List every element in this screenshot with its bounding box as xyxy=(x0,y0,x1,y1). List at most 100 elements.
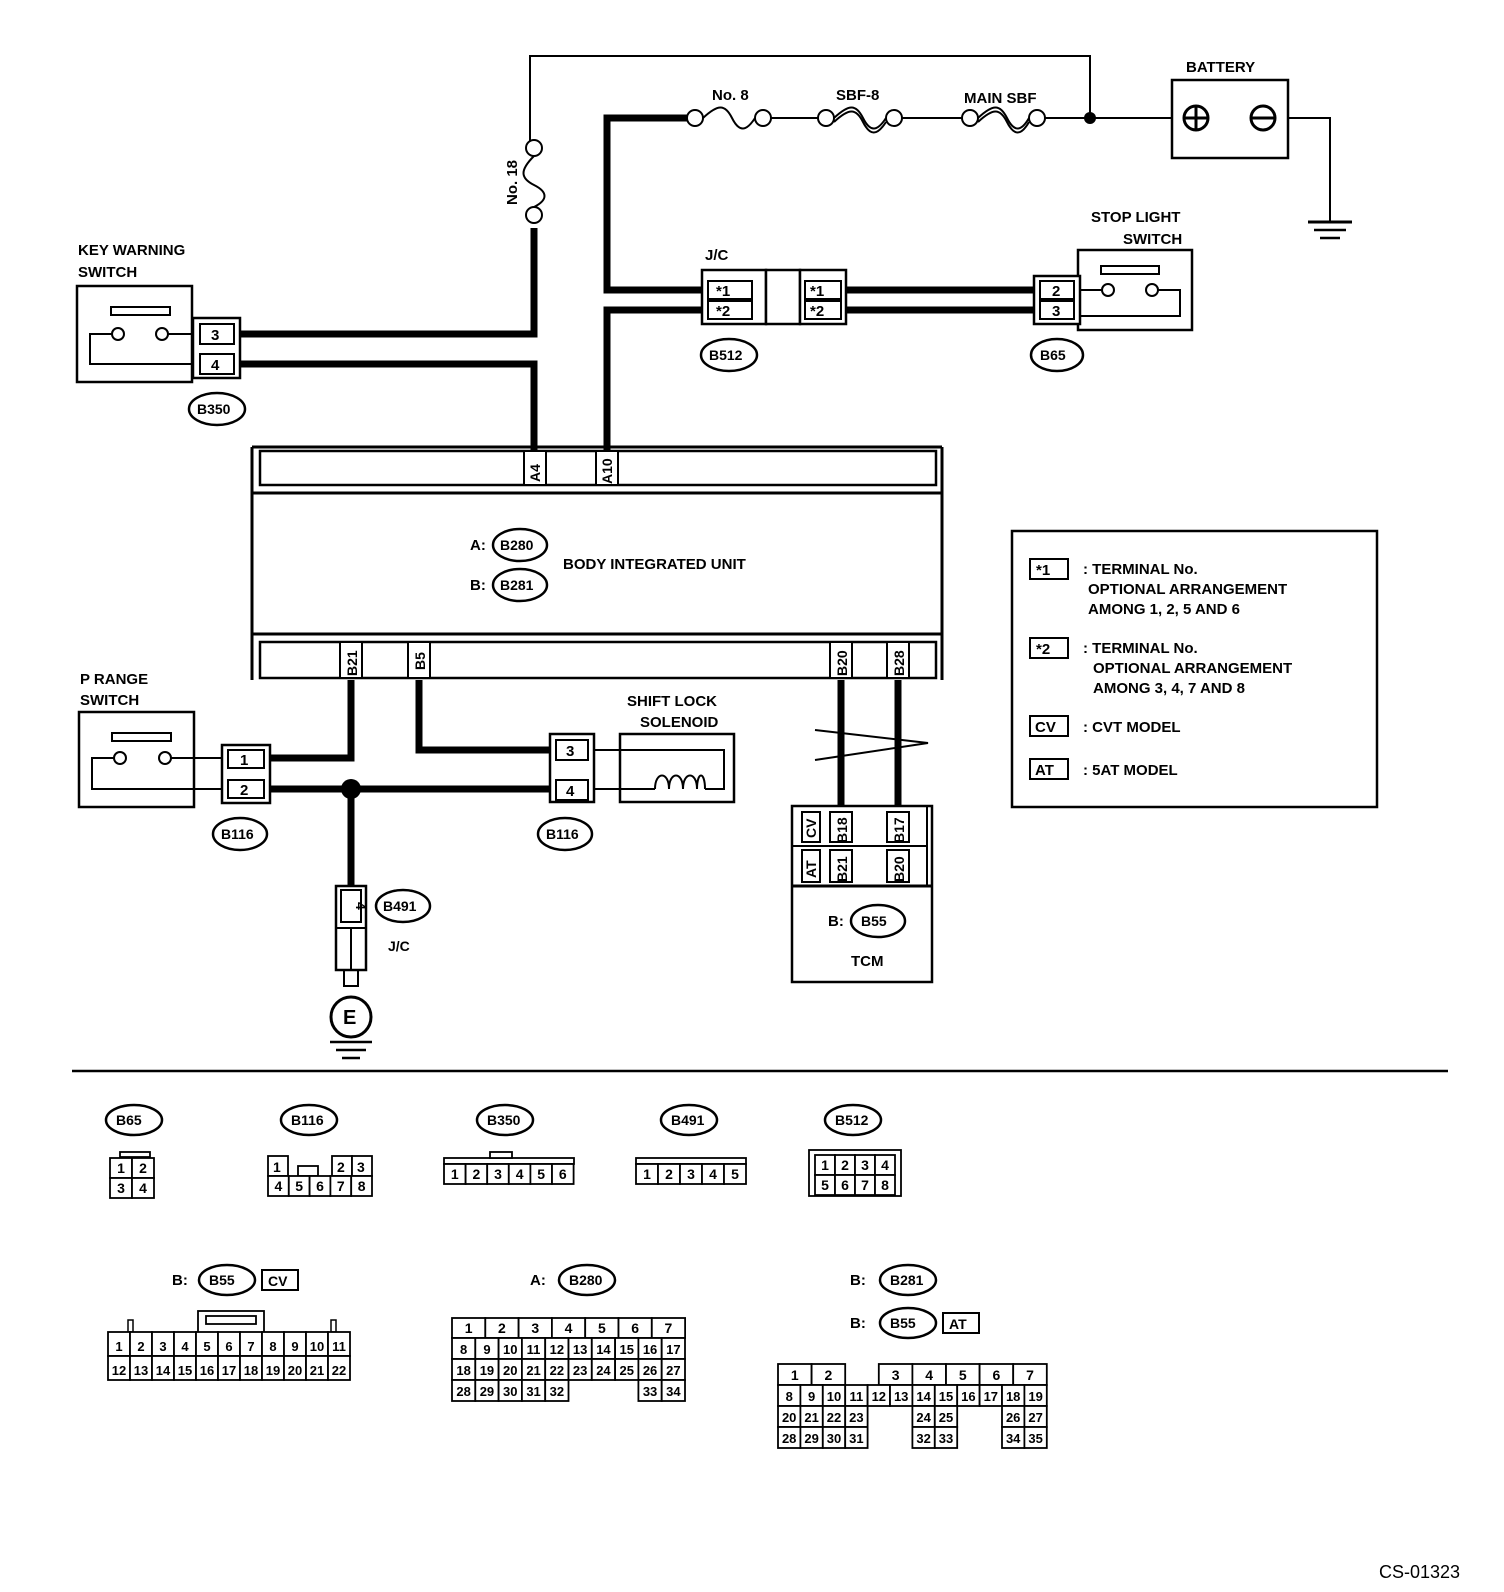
p-range-internal-1 xyxy=(91,757,222,790)
tcm-cell-b21 xyxy=(829,849,853,883)
pin-number: 3 xyxy=(357,1159,365,1175)
pin-number: 26 xyxy=(643,1363,657,1378)
pin-number: 2 xyxy=(139,1160,147,1176)
pin-number: 3 xyxy=(687,1166,695,1182)
pinout-badge-text: B281 xyxy=(890,1272,924,1288)
pin-cell xyxy=(933,1426,959,1449)
b55cv-key-inner xyxy=(205,1315,257,1325)
biu-term-a10 xyxy=(595,450,619,486)
pin-number: 17 xyxy=(984,1389,998,1404)
pin-number: 19 xyxy=(480,1363,494,1378)
pin-number: 2 xyxy=(473,1166,481,1182)
biu-term-b20 xyxy=(829,641,853,679)
pin-number: 8 xyxy=(358,1178,366,1194)
pin-cell xyxy=(660,1379,686,1402)
pin-number: 17 xyxy=(222,1363,236,1378)
sol-term-3: 3 xyxy=(566,743,574,760)
pin-number: 3 xyxy=(531,1320,539,1336)
p-range-body xyxy=(77,710,196,809)
biu-term-a4 xyxy=(523,450,547,486)
pin-number: 3 xyxy=(494,1166,502,1182)
wire-b21-prange1 xyxy=(270,680,355,762)
b491-term-4 xyxy=(340,889,362,923)
legend-text-2-l2: OPTIONAL ARRANGEMENT xyxy=(1093,660,1292,677)
pin-number: 6 xyxy=(993,1367,1001,1383)
pin-number: 4 xyxy=(565,1320,573,1336)
jc-r-1: *1 xyxy=(810,283,824,300)
pin-number: 11 xyxy=(332,1339,346,1354)
jc-right-term-2 xyxy=(804,300,842,320)
p-range-switch: P RANGE SWITCH 1 2 B116 xyxy=(77,671,272,852)
b55cv-latch xyxy=(330,1319,337,1333)
jc-l-1: *1 xyxy=(716,283,730,300)
pin-number: 26 xyxy=(1006,1410,1020,1425)
pin-number: 31 xyxy=(526,1384,540,1399)
pin-cell xyxy=(844,1426,869,1449)
pin-number: 24 xyxy=(916,1410,931,1425)
battery-label: BATTERY xyxy=(1186,59,1255,76)
badge-b116-right-text: B116 xyxy=(546,826,579,842)
stop-light-label-l1: STOP LIGHT xyxy=(1091,209,1180,226)
pinout-tag-text: AT xyxy=(949,1316,967,1332)
pin-cell xyxy=(723,1163,747,1185)
legend-key-box-2 xyxy=(1029,637,1069,659)
pin-number: 1 xyxy=(273,1159,281,1175)
pin-number: 13 xyxy=(894,1389,908,1404)
pin-number: 9 xyxy=(291,1339,298,1354)
pin-number: 5 xyxy=(821,1177,829,1193)
jc-right-term-1 xyxy=(804,280,842,300)
main-sbf-pin-a xyxy=(961,109,979,127)
biu-label: BODY INTEGRATED UNIT xyxy=(563,556,746,573)
badge-b281-text: B281 xyxy=(500,577,534,593)
connector-badge-b65 xyxy=(1029,337,1085,373)
pin-cell xyxy=(131,1177,155,1199)
pinout-model-tag: CV xyxy=(261,1269,299,1291)
b350-key xyxy=(489,1151,513,1159)
legend-text-2-l3: AMONG 3, 4, 7 AND 8 xyxy=(1093,680,1245,697)
pinout-badge-text: B65 xyxy=(116,1112,142,1128)
pin-number: 14 xyxy=(596,1342,611,1357)
key-warning-contact-a xyxy=(111,327,125,341)
switch-actuator-icon xyxy=(110,306,171,316)
legend-text-2-l1: : TERMINAL No. xyxy=(1083,640,1198,657)
main-sbf-label: MAIN SBF xyxy=(964,90,1037,107)
pinout-b55cv-prefix: B: xyxy=(172,1272,188,1289)
biu-term-a10-label: A10 xyxy=(599,458,615,484)
legend-text-1-l1: : TERMINAL No. xyxy=(1083,561,1198,578)
tcm-cv: CV xyxy=(803,818,819,838)
sbf8-pin-a xyxy=(817,109,835,127)
p-range-label-l2: SWITCH xyxy=(80,692,139,709)
diagram-id: CS-01323 xyxy=(1379,1562,1460,1582)
pin-number: 5 xyxy=(959,1367,967,1383)
b350-shroud xyxy=(443,1157,575,1165)
pin-number: 21 xyxy=(310,1363,324,1378)
legend-key-box-4 xyxy=(1029,758,1069,780)
tcm-b21: B21 xyxy=(834,856,850,882)
pin-number: 29 xyxy=(480,1384,494,1399)
b65-key xyxy=(119,1151,151,1158)
pinout-badge-text: B55 xyxy=(209,1272,235,1288)
p-range-term-1 xyxy=(227,749,265,769)
coil-icon xyxy=(654,774,706,790)
stop-light-term-3 xyxy=(1039,300,1075,320)
pinout-badge-ellipse xyxy=(878,1306,938,1340)
pin-number: 6 xyxy=(559,1166,567,1182)
biu-term-b20-label: B20 xyxy=(834,650,850,676)
pinout-badge-ellipse xyxy=(823,1103,883,1137)
pin-number: 4 xyxy=(181,1339,189,1354)
solenoid-body xyxy=(618,732,736,804)
joint-connector-b512: J/C *1 *2 *1 *2 B512 xyxy=(699,247,848,373)
fuse-no8-label: No. 8 xyxy=(712,87,749,104)
stop-light-term-2 xyxy=(1039,280,1075,300)
main-sbf-icon xyxy=(977,106,1030,130)
fuse-no18-label: No. 18 xyxy=(504,160,521,205)
pin-number: 22 xyxy=(332,1363,346,1378)
pin-number: 4 xyxy=(709,1166,717,1182)
pin-number: 25 xyxy=(620,1363,634,1378)
stop-light-switch: STOP LIGHT SWITCH 2 3 B65 xyxy=(1029,209,1194,373)
